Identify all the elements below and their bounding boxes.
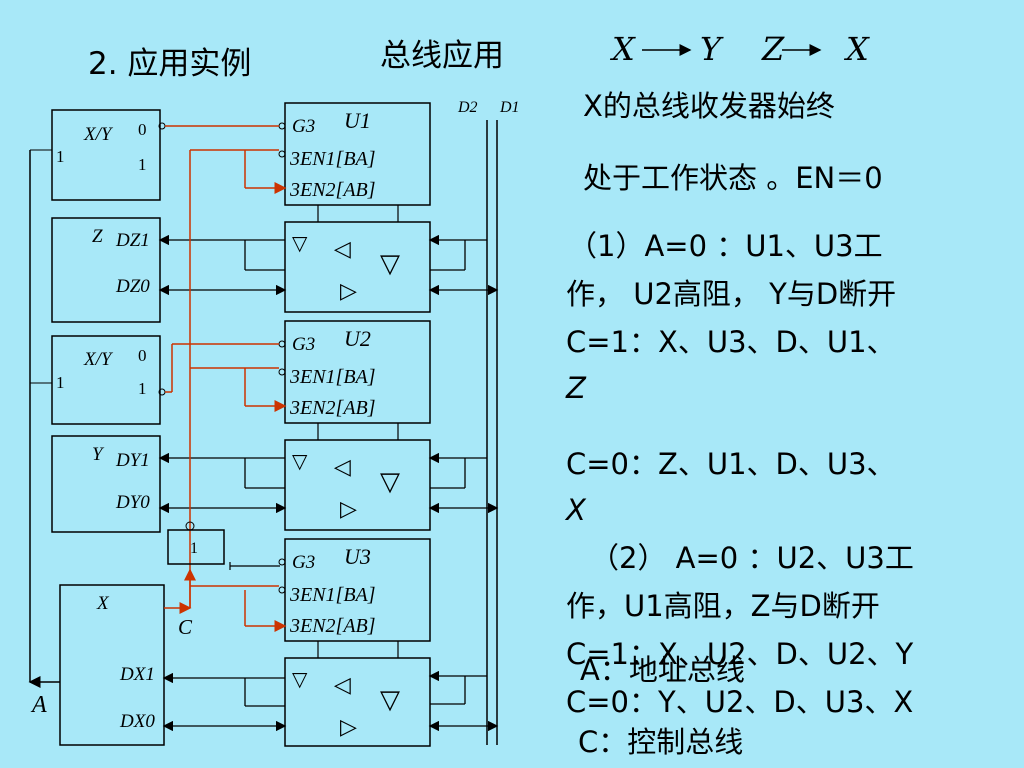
- svg-text:G3: G3: [292, 552, 315, 573]
- device-x: X DX1 DX0 C A: [30, 584, 193, 746]
- svg-text:◁: ◁: [334, 672, 351, 697]
- svg-text:C: C: [178, 615, 193, 639]
- svg-text:3EN1[BA]: 3EN1[BA]: [289, 584, 376, 606]
- svg-text:1: 1: [190, 540, 198, 557]
- svg-text:▷: ▷: [340, 714, 357, 739]
- data-lines-right: [428, 234, 499, 732]
- svg-text:▽: ▽: [380, 467, 400, 496]
- svg-text:▽: ▽: [292, 669, 308, 691]
- svg-text:A: A: [30, 692, 47, 718]
- svg-text:1: 1: [138, 379, 147, 398]
- legend-control: C：控制总线: [578, 725, 744, 759]
- note-line1: X的总线收发器始终: [583, 89, 835, 123]
- svg-text:1: 1: [56, 373, 65, 392]
- svg-text:3EN1[BA]: 3EN1[BA]: [289, 366, 376, 388]
- device-y: Y DY1 DY0: [51, 435, 161, 533]
- svg-text:X: X: [96, 593, 110, 614]
- address-line-a: [28, 150, 60, 688]
- svg-text:▽: ▽: [292, 451, 308, 473]
- svg-text:G3: G3: [292, 116, 315, 137]
- case1-c0-a: C=0：Z、U1、D、U3、: [566, 447, 896, 481]
- transceiver-u1: G3 U1 3EN1[BA] 3EN2[AB]: [278, 102, 431, 206]
- svg-text:DY0: DY0: [115, 492, 150, 513]
- case2-line-b: 作，U1高阻，Z与D断开: [566, 589, 880, 623]
- case1-line-b: 作， U2高阻， Y与D断开: [566, 277, 897, 311]
- case1-c1-b: Z: [566, 371, 586, 405]
- not-gate: 1: [167, 521, 280, 570]
- svg-text:DX1: DX1: [119, 664, 155, 685]
- svg-text:▽: ▽: [292, 233, 308, 255]
- buffer-block-2: ▽ ◁ ▽ ▷: [284, 439, 431, 531]
- svg-text:Y: Y: [92, 444, 105, 465]
- flow-z: Z: [762, 30, 785, 68]
- buffer-block-3: ▽ ◁ ▽ ▷: [284, 657, 431, 747]
- svg-text:U1: U1: [344, 108, 371, 133]
- data-bus: [486, 120, 498, 745]
- svg-text:1: 1: [138, 155, 147, 174]
- transceiver-buffer-links: [317, 205, 399, 658]
- legend-address: A：地址总线: [580, 653, 745, 687]
- case1-c1-a: C=1：X、U3、D、U1、: [566, 325, 896, 359]
- svg-text:X/Y: X/Y: [83, 349, 114, 370]
- flow-y: Y: [700, 30, 722, 68]
- note-line2: 处于工作状态 。EN＝0: [583, 161, 883, 195]
- section-title: 2. 应用实例: [88, 46, 252, 82]
- svg-text:3EN2[AB]: 3EN2[AB]: [289, 615, 376, 637]
- buffer-block-1: ▽ ◁ ▽ ▷: [284, 221, 431, 313]
- device-xy-2: X/Y 0 1 1: [30, 335, 166, 425]
- svg-text:◁: ◁: [334, 236, 351, 261]
- bus-label-d1: D1: [499, 99, 520, 116]
- svg-text:3EN2[AB]: 3EN2[AB]: [289, 397, 376, 419]
- case2-c1: C=1：X、U2、D、U2、Y: [566, 637, 914, 671]
- svg-text:G3: G3: [292, 334, 315, 355]
- bus-label-d2: D2: [457, 99, 478, 116]
- svg-text:3EN2[AB]: 3EN2[AB]: [289, 179, 376, 201]
- case2-line-a: （2） A=0 ：U2、U3工: [590, 541, 914, 575]
- svg-text:▷: ▷: [340, 496, 357, 521]
- svg-text:DZ0: DZ0: [115, 276, 150, 297]
- svg-text:Z: Z: [92, 226, 103, 247]
- svg-text:X/Y: X/Y: [83, 124, 114, 145]
- flow-x1: X: [612, 30, 635, 68]
- control-wires: [164, 125, 287, 632]
- svg-text:U2: U2: [344, 326, 371, 351]
- svg-text:U3: U3: [344, 544, 371, 569]
- svg-text:DX0: DX0: [119, 711, 155, 732]
- svg-text:DY1: DY1: [115, 450, 150, 471]
- topic-title: 总线应用: [380, 38, 504, 74]
- svg-text:▽: ▽: [380, 249, 400, 278]
- svg-text:0: 0: [138, 346, 147, 365]
- svg-text:◁: ◁: [334, 454, 351, 479]
- device-xy-1: X/Y 0 1 1: [30, 109, 166, 201]
- device-z: Z DZ1 DZ0: [51, 217, 161, 323]
- transceiver-u2: G3 U2 3EN1[BA] 3EN2[AB]: [278, 320, 431, 424]
- svg-text:1: 1: [56, 147, 65, 166]
- svg-text:▽: ▽: [380, 685, 400, 714]
- flow-x2: X: [846, 30, 869, 68]
- data-lines-left: [158, 234, 287, 732]
- transceiver-u3: G3 U3 3EN1[BA] 3EN2[AB]: [278, 538, 431, 642]
- svg-text:DZ1: DZ1: [115, 230, 150, 251]
- case1-c0-b: X: [566, 493, 586, 527]
- svg-text:3EN1[BA]: 3EN1[BA]: [289, 148, 376, 170]
- case2-c0: C=0：Y、U2、D、U3、X: [566, 685, 914, 719]
- svg-text:▷: ▷: [340, 278, 357, 303]
- svg-text:0: 0: [138, 120, 147, 139]
- case1-line-a: （1）A=0 ：U1、U3工: [568, 229, 883, 263]
